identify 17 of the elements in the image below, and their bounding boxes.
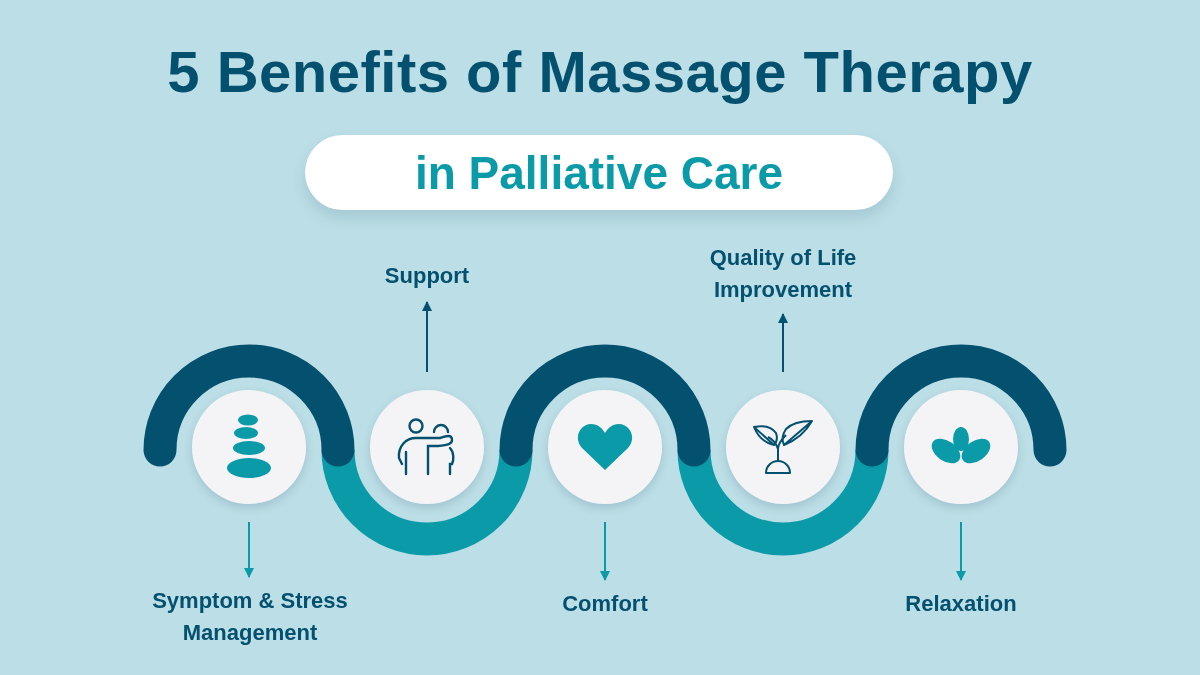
benefit-label: Support — [383, 262, 471, 290]
icon-circle — [726, 390, 840, 504]
arrow — [422, 301, 432, 373]
icon-circle — [904, 390, 1018, 504]
title: 5 Benefits of Massage Therapy — [166, 38, 1034, 105]
benefit-label: Comfort — [561, 590, 649, 618]
icon-circle — [370, 390, 484, 504]
benefit-label: Relaxation — [904, 590, 1018, 618]
benefit-label: Symptom & Stress Management — [151, 587, 349, 647]
benefit-label: Quality of Life Improvement — [708, 244, 858, 304]
arrow — [600, 521, 610, 581]
arrow — [778, 313, 788, 373]
subtitle: in Palliative Care — [414, 145, 784, 200]
icon-circle — [548, 390, 662, 504]
arrow — [956, 521, 966, 581]
arrow — [244, 521, 254, 578]
icon-circle — [192, 390, 306, 504]
